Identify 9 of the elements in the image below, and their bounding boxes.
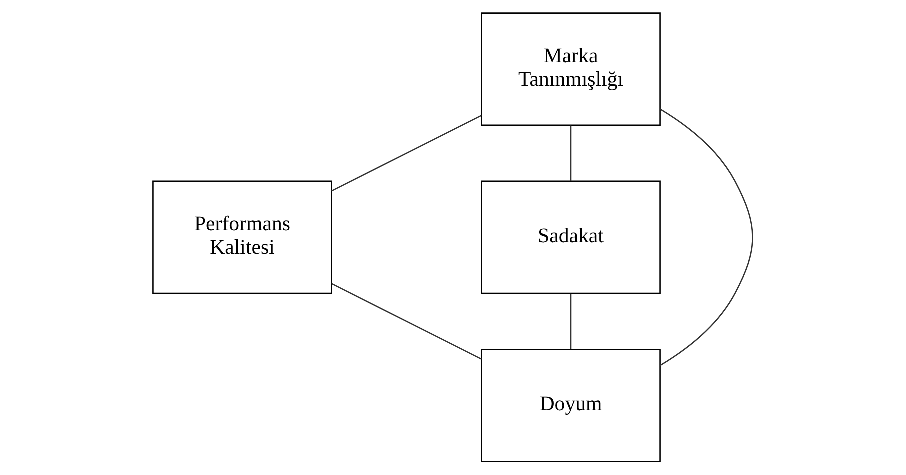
connector (570, 294, 572, 350)
node-box: Sadakat (481, 180, 661, 294)
node-box: Performans Kalitesi (152, 180, 332, 294)
connector (660, 108, 754, 366)
node-box: Marka Tanınmışlığı (481, 12, 661, 126)
connector (332, 283, 482, 360)
connector (570, 126, 572, 182)
connector (332, 115, 482, 192)
node-box: Doyum (481, 348, 661, 462)
